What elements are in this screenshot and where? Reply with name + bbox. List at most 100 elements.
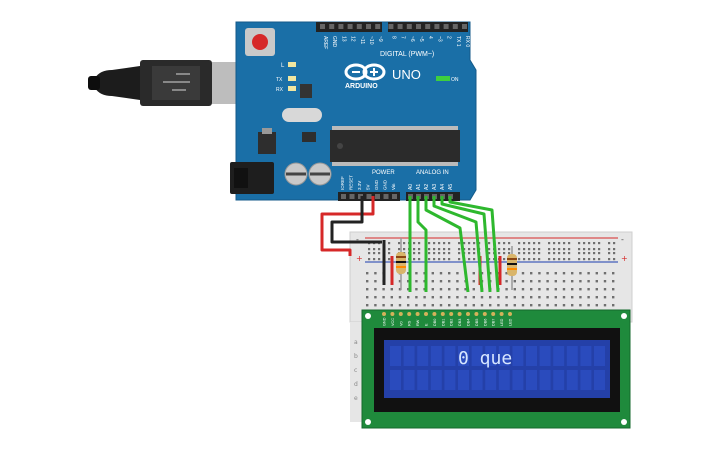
breadboard-hole[interactable]: [407, 272, 410, 275]
lcd-pin[interactable]: [491, 312, 496, 316]
rail-hole[interactable]: [538, 242, 541, 245]
breadboard-hole[interactable]: [456, 272, 459, 275]
rail-hole[interactable]: [508, 252, 511, 255]
rail-hole[interactable]: [498, 252, 501, 255]
breadboard-hole[interactable]: [456, 288, 459, 291]
breadboard-hole[interactable]: [497, 296, 500, 299]
breadboard-hole[interactable]: [415, 296, 418, 299]
breadboard-hole[interactable]: [603, 304, 607, 307]
breadboard-hole[interactable]: [579, 280, 582, 283]
breadboard-hole[interactable]: [415, 304, 418, 307]
breadboard-hole[interactable]: [374, 288, 377, 291]
breadboard-hole[interactable]: [472, 288, 475, 291]
breadboard-hole[interactable]: [448, 296, 451, 299]
rail-hole[interactable]: [368, 248, 371, 251]
rail-hole[interactable]: [548, 258, 551, 261]
lcd-pin[interactable]: [407, 312, 412, 316]
breadboard-hole[interactable]: [448, 280, 451, 283]
breadboard-hole[interactable]: [439, 272, 443, 275]
breadboard-hole[interactable]: [587, 288, 590, 291]
rail-hole[interactable]: [488, 242, 491, 245]
rail-hole[interactable]: [433, 242, 436, 245]
breadboard-hole[interactable]: [489, 304, 492, 307]
breadboard-hole[interactable]: [612, 280, 615, 283]
rail-hole[interactable]: [533, 242, 536, 245]
resistor-left[interactable]: [396, 238, 406, 290]
rail-hole[interactable]: [558, 242, 561, 245]
breadboard-hole[interactable]: [497, 272, 500, 275]
breadboard-hole[interactable]: [407, 280, 410, 283]
breadboard-hole[interactable]: [366, 304, 369, 307]
rail-hole[interactable]: [583, 242, 586, 245]
breadboard-hole[interactable]: [374, 296, 377, 299]
breadboard-hole[interactable]: [456, 280, 459, 283]
breadboard-hole[interactable]: [390, 288, 393, 291]
digital-pin-hole[interactable]: [406, 24, 412, 29]
rail-hole[interactable]: [588, 258, 591, 261]
breadboard-hole[interactable]: [472, 272, 475, 275]
rail-hole[interactable]: [518, 252, 521, 255]
breadboard-hole[interactable]: [472, 280, 475, 283]
breadboard-hole[interactable]: [382, 304, 385, 307]
rail-hole[interactable]: [503, 258, 506, 261]
breadboard-hole[interactable]: [415, 272, 418, 275]
breadboard-hole[interactable]: [571, 272, 574, 275]
rail-hole[interactable]: [548, 248, 551, 251]
breadboard-hole[interactable]: [423, 304, 426, 307]
rail-hole[interactable]: [598, 258, 601, 261]
wire-a2[interactable]: [424, 196, 470, 293]
rail-hole[interactable]: [443, 258, 446, 261]
breadboard-hole[interactable]: [431, 280, 434, 283]
breadboard-hole[interactable]: [439, 304, 443, 307]
power-pin-hole[interactable]: [341, 194, 346, 199]
breadboard-hole[interactable]: [456, 304, 459, 307]
breadboard-hole[interactable]: [374, 280, 377, 283]
breadboard-hole[interactable]: [546, 280, 549, 283]
breadboard-hole[interactable]: [562, 288, 566, 291]
rail-hole[interactable]: [498, 248, 501, 251]
breadboard-hole[interactable]: [538, 296, 541, 299]
breadboard-hole[interactable]: [603, 296, 607, 299]
breadboard-hole[interactable]: [431, 272, 434, 275]
breadboard-hole[interactable]: [554, 280, 557, 283]
rail-hole[interactable]: [598, 252, 601, 255]
breadboard-hole[interactable]: [538, 304, 541, 307]
digital-pin-hole[interactable]: [416, 24, 421, 29]
digital-pin-hole[interactable]: [462, 24, 467, 29]
rail-hole[interactable]: [503, 248, 506, 251]
digital-pin-hole[interactable]: [320, 24, 325, 29]
rail-hole[interactable]: [368, 258, 371, 261]
rail-hole[interactable]: [553, 258, 556, 261]
rail-hole[interactable]: [433, 258, 436, 261]
digital-pin-hole[interactable]: [356, 24, 362, 29]
breadboard-hole[interactable]: [382, 296, 385, 299]
breadboard-hole[interactable]: [505, 304, 508, 307]
breadboard-hole[interactable]: [489, 296, 492, 299]
rail-hole[interactable]: [578, 248, 581, 251]
rail-hole[interactable]: [448, 258, 451, 261]
breadboard-hole[interactable]: [513, 280, 516, 283]
rail-hole[interactable]: [418, 258, 421, 261]
rail-hole[interactable]: [373, 248, 376, 251]
rail-hole[interactable]: [558, 252, 561, 255]
breadboard-hole[interactable]: [398, 304, 402, 307]
wire-a1[interactable]: [416, 196, 428, 292]
rail-hole[interactable]: [548, 242, 551, 245]
lcd-pin[interactable]: [508, 312, 512, 316]
breadboard-hole[interactable]: [554, 288, 557, 291]
rail-hole[interactable]: [448, 242, 451, 245]
rail-hole[interactable]: [578, 252, 581, 255]
rail-hole[interactable]: [488, 248, 491, 251]
rail-hole[interactable]: [613, 248, 616, 251]
breadboard-hole[interactable]: [562, 296, 566, 299]
rail-hole[interactable]: [558, 248, 561, 251]
digital-pin-hole[interactable]: [329, 24, 335, 29]
breadboard-hole[interactable]: [366, 272, 369, 275]
rail-hole[interactable]: [528, 252, 531, 255]
rail-hole[interactable]: [593, 248, 596, 251]
breadboard-hole[interactable]: [571, 304, 574, 307]
rail-hole[interactable]: [443, 242, 446, 245]
breadboard-hole[interactable]: [546, 296, 549, 299]
breadboard-hole[interactable]: [505, 272, 508, 275]
